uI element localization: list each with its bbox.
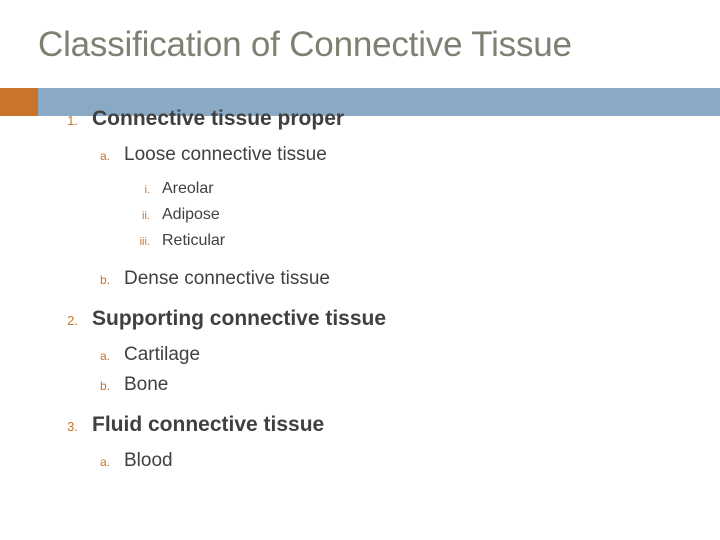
list-item: b. Dense connective tissue (38, 264, 698, 294)
list-item-label: Areolar (162, 180, 214, 197)
page-title: Classification of Connective Tissue (38, 25, 572, 64)
list-item: i. Areolar (38, 176, 698, 202)
list-item: iii. Reticular (38, 228, 698, 254)
list-marker: b. (99, 379, 110, 393)
spacer (38, 294, 698, 304)
spacer (38, 254, 698, 264)
title-banner-accent (0, 88, 38, 116)
list-marker: a. (99, 455, 110, 469)
list-item: 2. Supporting connective tissue (38, 304, 698, 334)
list-item-label: Reticular (162, 232, 226, 249)
list-item-label: Bone (124, 374, 169, 395)
list-item: a. Blood (38, 446, 698, 476)
list-item-label: Loose connective tissue (124, 144, 327, 165)
list-item: a. Cartilage (38, 340, 698, 370)
list-marker: a. (99, 149, 110, 163)
list-item: a. Loose connective tissue (38, 140, 698, 170)
list-marker: a. (99, 349, 110, 363)
list-marker: 3. (67, 419, 78, 434)
title-banner-bar (0, 88, 720, 116)
list-marker: iii. (139, 236, 150, 248)
spacer (38, 400, 698, 410)
list-item-label: Connective tissue proper (92, 107, 345, 130)
list-item-label: Supporting connective tissue (92, 307, 387, 330)
list-marker: 1. (67, 113, 78, 128)
list-item-label: Blood (124, 450, 173, 471)
list-item: 3. Fluid connective tissue (38, 410, 698, 440)
list-item-label: Fluid connective tissue (92, 413, 325, 436)
list-item-label: Cartilage (124, 344, 201, 365)
list-marker: i. (144, 184, 151, 196)
list-item-label: Adipose (162, 206, 220, 223)
list-marker: ii. (142, 210, 150, 222)
list-marker: 2. (67, 313, 78, 328)
list-item: b. Bone (38, 370, 698, 400)
list-item: ii. Adipose (38, 202, 698, 228)
list-marker: b. (99, 273, 110, 287)
list-item-label: Dense connective tissue (124, 268, 330, 289)
outline-list: 1. Connective tissue proper a. Loose con… (38, 104, 698, 476)
list-item: 1. Connective tissue proper (38, 104, 698, 134)
